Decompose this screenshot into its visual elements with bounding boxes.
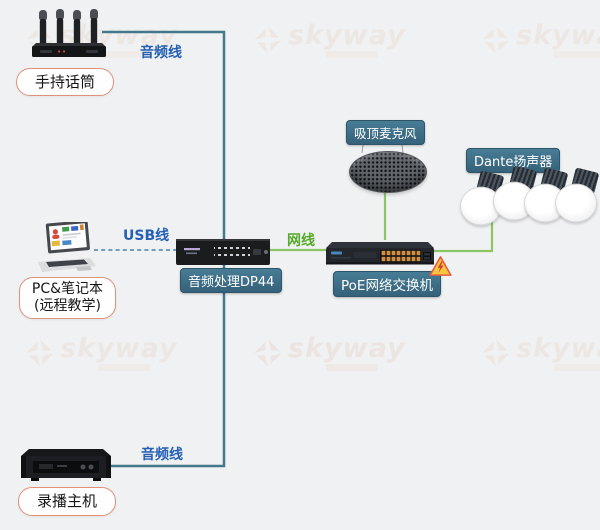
speaker-cable-path <box>432 221 494 253</box>
dante-speakers-label-text: Dante扬声器 <box>474 155 553 170</box>
pc-label: PC&笔记本 (远程教学) <box>19 277 116 319</box>
poe-switch-label-text: PoE网络交换机 <box>341 278 433 294</box>
usb-cable-label: USB线 <box>123 228 170 244</box>
pc-label-line2: (远程教学) <box>34 298 101 314</box>
ceiling-mic-label-text: 吸顶麦克风 <box>354 126 417 141</box>
laptop-image <box>38 222 96 272</box>
recorder-image <box>21 449 111 481</box>
poe-switch-label: PoE网络交换机 <box>333 271 441 297</box>
audio-processor-label: 音频处理DP44 <box>180 268 283 293</box>
recorder-label: 录播主机 <box>18 487 116 516</box>
ceiling-mic-label: 吸顶麦克风 <box>346 120 425 145</box>
ceiling-mic-image <box>349 151 427 193</box>
pc-label-line1: PC&笔记本 <box>31 280 104 297</box>
lan-cable-label: 网线 <box>287 233 315 249</box>
wireless-mic-set-image <box>32 9 106 57</box>
audio-processor-image <box>176 239 270 265</box>
audio-cable-label-top: 音频线 <box>140 45 182 61</box>
poe-switch-image <box>326 242 434 265</box>
dante-speaker <box>552 167 600 225</box>
dante-speakers-group <box>457 165 600 228</box>
wireless-mic-label: 手持话筒 <box>16 68 114 96</box>
recorder-label-text: 录播主机 <box>36 492 97 511</box>
wireless-mic-label-text: 手持话筒 <box>34 72 95 91</box>
audio-processor-label-text: 音频处理DP44 <box>188 275 275 290</box>
electric-warning-icon <box>429 256 452 276</box>
audio-cable-label-bottom: 音频线 <box>141 447 183 463</box>
